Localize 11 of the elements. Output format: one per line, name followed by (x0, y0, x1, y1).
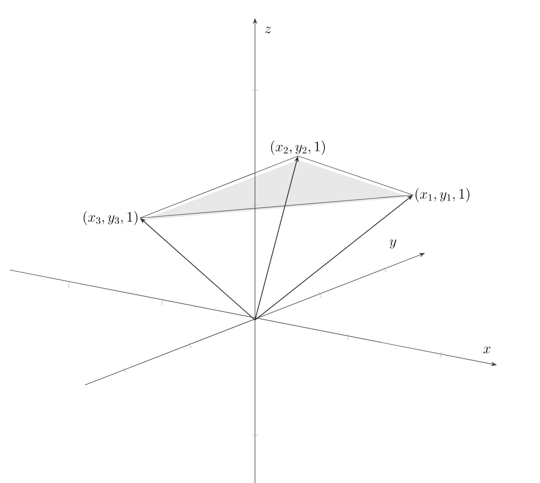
point-label: $(x_1, y_1, 1)$ (416, 188, 470, 202)
point-label: $(x_3, y_3, 1)$ (84, 210, 138, 226)
axis-label: $y$ (390, 239, 396, 249)
arrow (140, 218, 256, 320)
axis-label: $z$ (265, 26, 272, 34)
axis-label: $x$ (483, 346, 490, 354)
arrow (254, 195, 413, 320)
triangle-edge (140, 156, 298, 218)
triangle-edge (140, 194, 414, 218)
point-label: $(x_2, y_2, 1)$ (271, 140, 325, 155)
triangle-edge (298, 156, 414, 196)
